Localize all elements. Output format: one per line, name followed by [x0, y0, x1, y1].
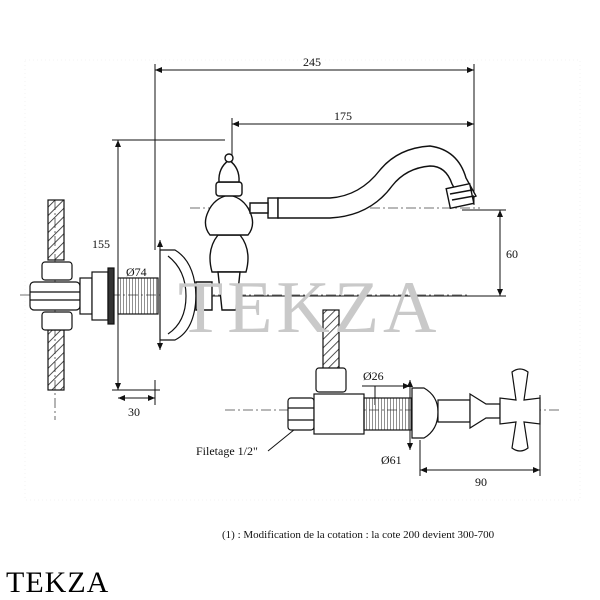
dim-30: 30 [128, 405, 140, 419]
background-dots [24, 59, 581, 501]
dim-26: Ø26 [363, 369, 384, 383]
dim-175: 175 [334, 109, 352, 123]
dim-155: 155 [92, 237, 110, 251]
watermark-text: TEKZA [178, 267, 441, 349]
thread-label: Filetage 1/2" [196, 444, 258, 458]
dim-74: Ø74 [126, 265, 147, 279]
dim-90: 90 [475, 475, 487, 489]
dim-61: Ø61 [381, 453, 402, 467]
dim-245: 245 [303, 55, 321, 69]
dim-60: 60 [506, 247, 518, 261]
faucet-body [195, 145, 477, 311]
hose-connector-left [29, 199, 115, 391]
valve-assembly [287, 309, 541, 452]
brand-logo-text: TEKZA [6, 566, 110, 599]
footnote: (1) : Modification de la cotation : la c… [222, 529, 495, 541]
